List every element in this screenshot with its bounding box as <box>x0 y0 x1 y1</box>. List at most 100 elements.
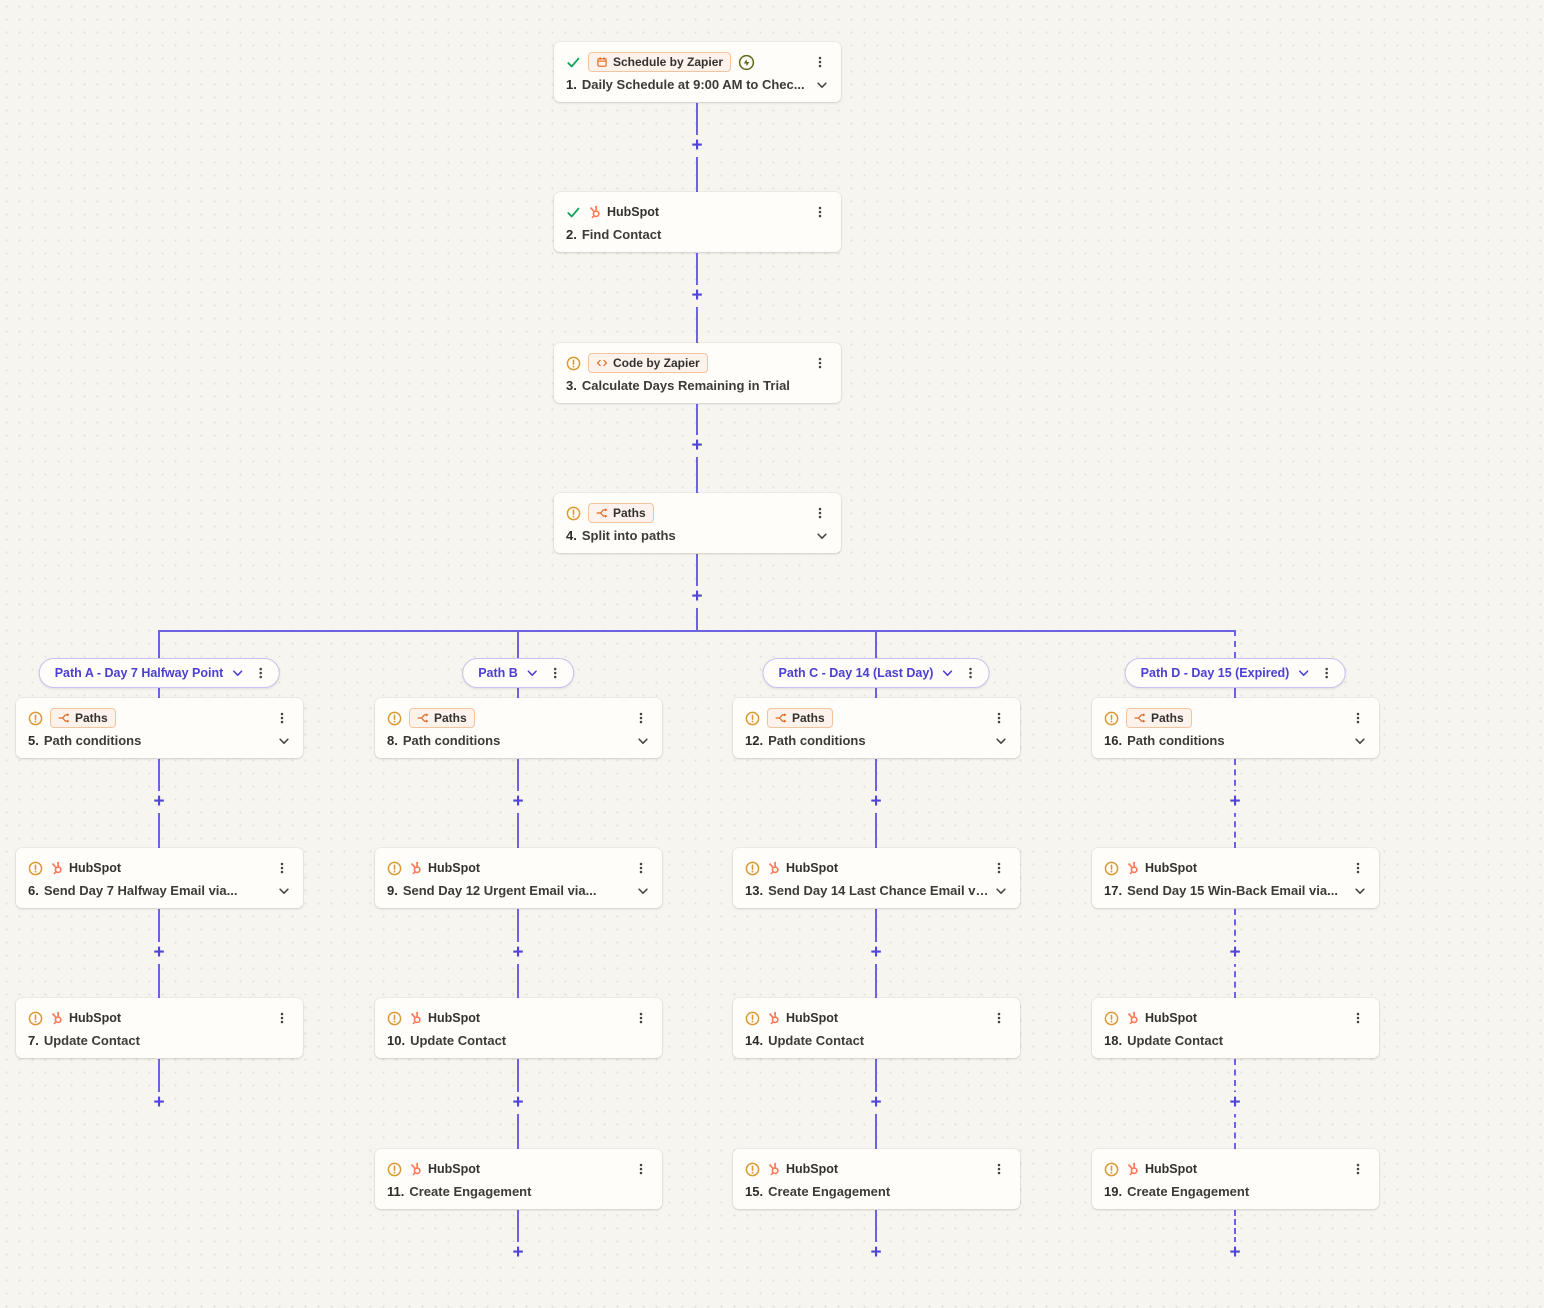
app-badge: Code by Zapier <box>588 353 708 373</box>
app-badge-label: HubSpot <box>607 205 660 219</box>
chevron-down-icon[interactable] <box>994 734 1008 748</box>
connector-line <box>158 1059 160 1093</box>
step-card-6[interactable]: HubSpot 6. Send Day 7 Halfway Email via.… <box>16 848 303 908</box>
kebab-menu-icon[interactable] <box>1349 859 1367 877</box>
path-pill-b[interactable]: Path B <box>462 658 574 688</box>
step-card-11[interactable]: HubSpot 11. Create Engagement <box>375 1149 662 1209</box>
kebab-menu-icon[interactable] <box>1317 664 1335 682</box>
kebab-menu-icon[interactable] <box>811 53 829 71</box>
chevron-down-icon[interactable] <box>277 734 291 748</box>
path-pill-a[interactable]: Path A - Day 7 Halfway Point <box>38 658 280 688</box>
step-title: Split into paths <box>581 528 676 543</box>
kebab-menu-icon[interactable] <box>546 664 564 682</box>
kebab-menu-icon[interactable] <box>632 859 650 877</box>
kebab-menu-icon[interactable] <box>273 859 291 877</box>
step-number: 1. <box>566 77 577 92</box>
chevron-down-icon[interactable] <box>815 78 829 92</box>
step-card-18[interactable]: HubSpot 18. Update Contact <box>1092 998 1379 1058</box>
step-card-9[interactable]: HubSpot 9. Send Day 12 Urgent Email via.… <box>375 848 662 908</box>
step-card-7[interactable]: HubSpot 7. Update Contact <box>16 998 303 1058</box>
path-pill-d[interactable]: Path D - Day 15 (Expired) <box>1124 658 1346 688</box>
app-badge: HubSpot <box>767 861 838 875</box>
chevron-down-icon[interactable] <box>994 884 1008 898</box>
step-title: Calculate Days Remaining in Trial <box>581 378 790 393</box>
step-number: 8. <box>387 733 398 748</box>
transfer-icon <box>738 54 755 71</box>
kebab-menu-icon[interactable] <box>811 203 829 221</box>
step-card-4[interactable]: Paths 4. Split into paths <box>554 493 841 553</box>
add-step-button[interactable]: + <box>506 1092 530 1114</box>
chevron-down-icon[interactable] <box>1353 884 1367 898</box>
chevron-down-icon[interactable] <box>815 529 829 543</box>
chevron-down-icon[interactable] <box>230 666 244 680</box>
step-card-16[interactable]: Paths 16. Path conditions <box>1092 698 1379 758</box>
add-step-button[interactable]: + <box>1223 1242 1247 1264</box>
step-card-5[interactable]: Paths 5. Path conditions <box>16 698 303 758</box>
kebab-menu-icon[interactable] <box>990 859 1008 877</box>
add-step-button[interactable]: + <box>864 1092 888 1114</box>
warning-icon <box>566 506 581 521</box>
add-step-button[interactable]: + <box>864 942 888 964</box>
kebab-menu-icon[interactable] <box>1349 1009 1367 1027</box>
connector-line <box>1234 1210 1236 1243</box>
step-card-19[interactable]: HubSpot 19. Create Engagement <box>1092 1149 1379 1209</box>
step-card-17[interactable]: HubSpot 17. Send Day 15 Win-Back Email v… <box>1092 848 1379 908</box>
add-step-button[interactable]: + <box>685 435 709 457</box>
app-badge-label: Paths <box>434 711 467 725</box>
step-card-15[interactable]: HubSpot 15. Create Engagement <box>733 1149 1020 1209</box>
app-badge-label: HubSpot <box>69 1011 122 1025</box>
add-step-button[interactable]: + <box>506 1242 530 1264</box>
add-step-button[interactable]: + <box>147 942 171 964</box>
step-card-3[interactable]: Code by Zapier 3. Calculate Days Remaini… <box>554 343 841 403</box>
path-pill-c[interactable]: Path C - Day 14 (Last Day) <box>762 658 990 688</box>
chevron-down-icon[interactable] <box>636 734 650 748</box>
app-badge-label: Schedule by Zapier <box>613 55 724 69</box>
app-badge-label: HubSpot <box>1145 1162 1198 1176</box>
add-step-button[interactable]: + <box>685 285 709 307</box>
step-card-10[interactable]: HubSpot 10. Update Contact <box>375 998 662 1058</box>
kebab-menu-icon[interactable] <box>990 1160 1008 1178</box>
kebab-menu-icon[interactable] <box>811 504 829 522</box>
kebab-menu-icon[interactable] <box>990 709 1008 727</box>
app-badge: Paths <box>50 708 116 728</box>
step-card-13[interactable]: HubSpot 13. Send Day 14 Last Chance Emai… <box>733 848 1020 908</box>
calendar-icon <box>596 56 608 68</box>
warning-icon <box>28 861 43 876</box>
add-step-button[interactable]: + <box>1223 791 1247 813</box>
kebab-menu-icon[interactable] <box>632 1009 650 1027</box>
chevron-down-icon[interactable] <box>277 884 291 898</box>
chevron-down-icon[interactable] <box>940 666 954 680</box>
kebab-menu-icon[interactable] <box>273 1009 291 1027</box>
kebab-menu-icon[interactable] <box>961 664 979 682</box>
chevron-down-icon[interactable] <box>1296 666 1310 680</box>
add-step-button[interactable]: + <box>506 791 530 813</box>
chevron-down-icon[interactable] <box>636 884 650 898</box>
add-step-button[interactable]: + <box>1223 1092 1247 1114</box>
add-step-button[interactable]: + <box>864 791 888 813</box>
add-step-button[interactable]: + <box>147 1092 171 1114</box>
app-badge-label: HubSpot <box>1145 861 1198 875</box>
kebab-menu-icon[interactable] <box>251 664 269 682</box>
kebab-menu-icon[interactable] <box>1349 1160 1367 1178</box>
chevron-down-icon[interactable] <box>525 666 539 680</box>
add-step-button[interactable]: + <box>685 135 709 157</box>
kebab-menu-icon[interactable] <box>632 1160 650 1178</box>
step-card-12[interactable]: Paths 12. Path conditions <box>733 698 1020 758</box>
kebab-menu-icon[interactable] <box>273 709 291 727</box>
add-step-button[interactable]: + <box>147 791 171 813</box>
add-step-button[interactable]: + <box>864 1242 888 1264</box>
step-card-1-trigger[interactable]: Schedule by Zapier 1. Daily Schedule at … <box>554 42 841 102</box>
step-card-2[interactable]: HubSpot 2. Find Contact <box>554 192 841 252</box>
add-step-button[interactable]: + <box>506 942 530 964</box>
step-card-14[interactable]: HubSpot 14. Update Contact <box>733 998 1020 1058</box>
app-badge: HubSpot <box>409 1162 480 1176</box>
step-card-8[interactable]: Paths 8. Path conditions <box>375 698 662 758</box>
kebab-menu-icon[interactable] <box>990 1009 1008 1027</box>
kebab-menu-icon[interactable] <box>811 354 829 372</box>
kebab-menu-icon[interactable] <box>632 709 650 727</box>
connector-line <box>158 630 160 658</box>
kebab-menu-icon[interactable] <box>1349 709 1367 727</box>
add-step-button[interactable]: + <box>685 586 709 608</box>
chevron-down-icon[interactable] <box>1353 734 1367 748</box>
add-step-button[interactable]: + <box>1223 942 1247 964</box>
